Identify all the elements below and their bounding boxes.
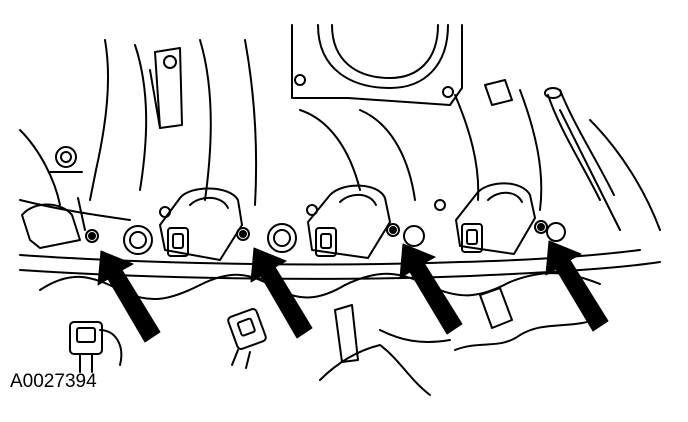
injector-body-3 <box>267 184 425 259</box>
callout-arrow-1 <box>97 250 161 343</box>
injector-body-1 <box>21 197 99 249</box>
callout-arrows <box>97 240 609 343</box>
callout-arrow-4 <box>545 240 609 332</box>
injector-body-4 <box>434 182 566 255</box>
vacuum-hose-right <box>544 87 615 201</box>
callout-arrow-2 <box>250 247 313 339</box>
throttle-body-flange <box>291 24 513 106</box>
figure-reference-code: A0027394 <box>10 371 97 392</box>
sensor-post-left <box>149 47 183 129</box>
injector-body-2 <box>123 187 250 261</box>
wiring-harness <box>69 287 601 396</box>
manifold-runners <box>19 39 661 231</box>
fitting-left <box>49 146 83 173</box>
callout-arrow-3 <box>399 243 463 335</box>
